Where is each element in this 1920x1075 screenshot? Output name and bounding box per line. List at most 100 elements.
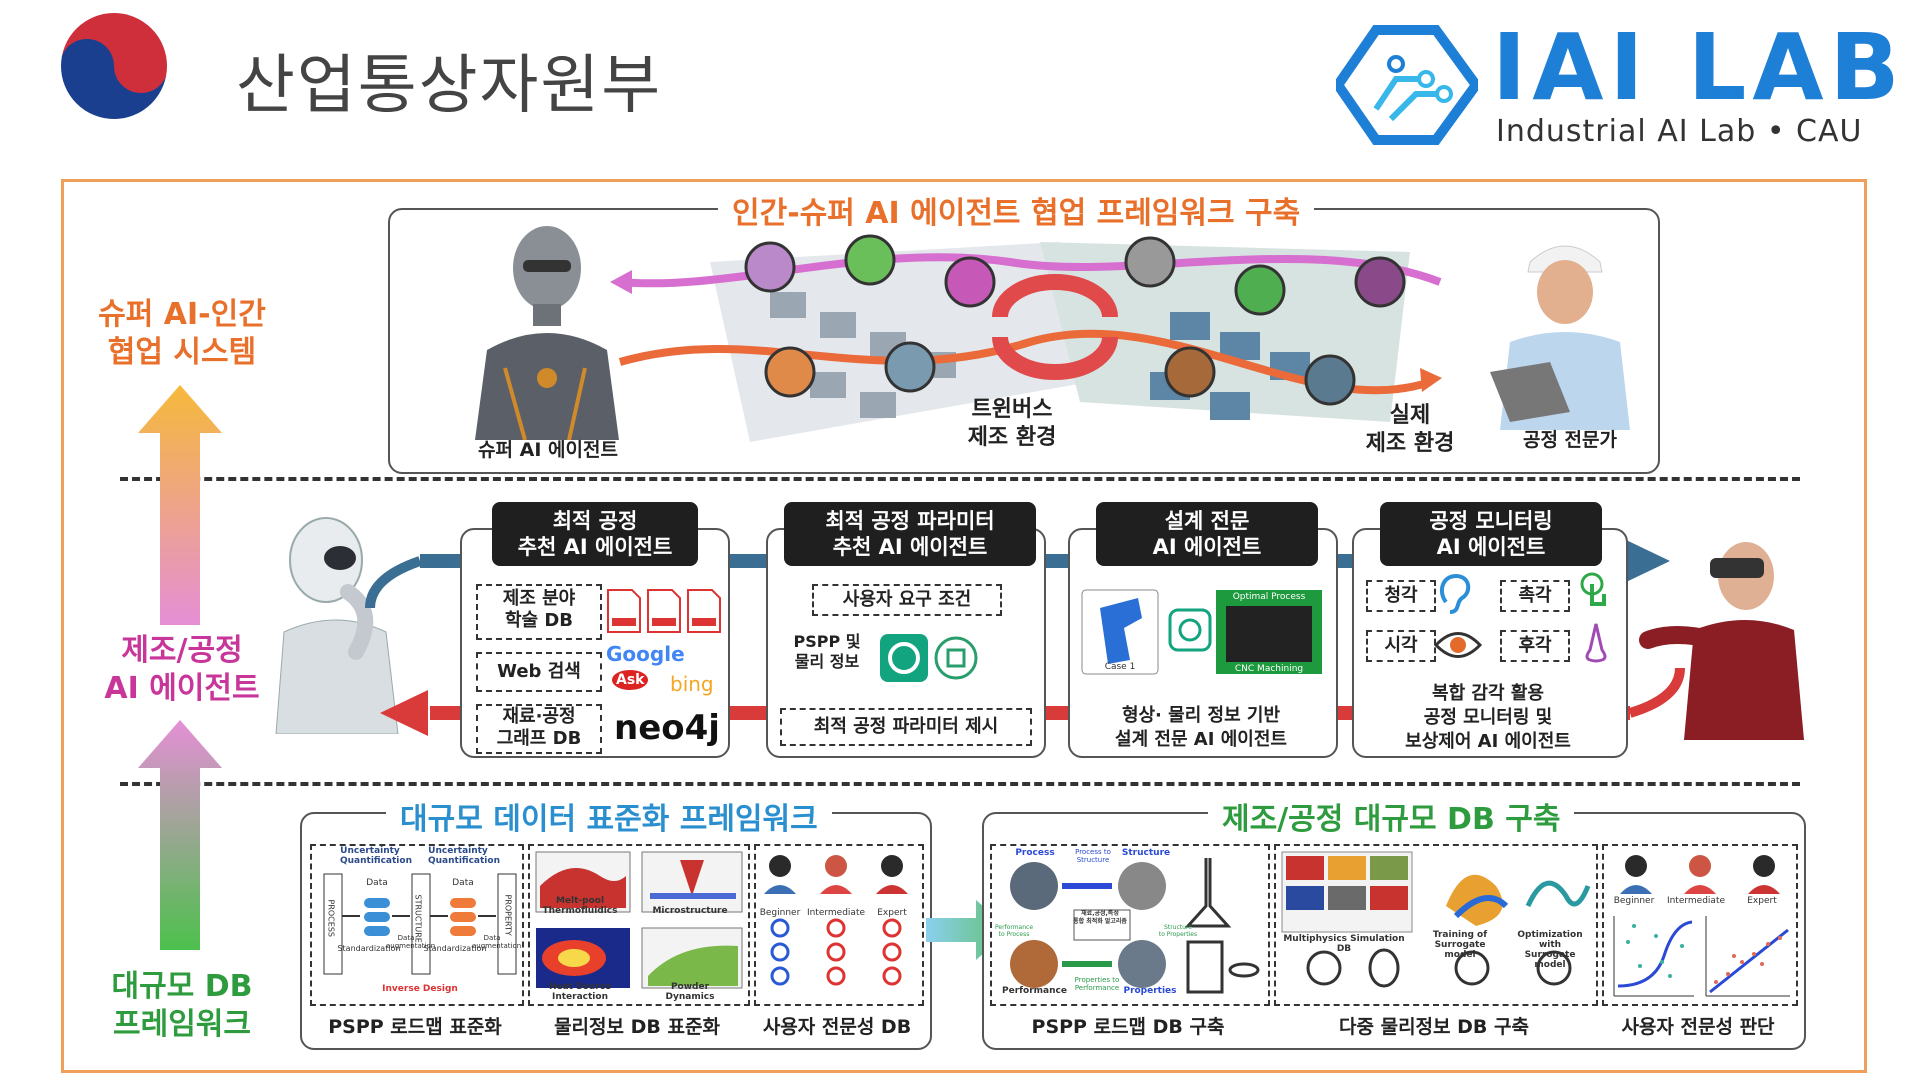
web-search-box: Web 검색 <box>476 652 602 692</box>
meltpool-label: Melt-pool Thermofluidics <box>542 896 618 916</box>
pspp-property-label: PROPERTY <box>503 894 513 936</box>
pspp-performance-to-process: Performance to Process <box>994 924 1034 938</box>
pspp-process-to-structure: Process to Structure <box>1075 848 1111 864</box>
pspp-properties-node: Properties <box>1123 986 1177 996</box>
caption-pspp-standardization: PSPP 로드맵 표준화 <box>328 1016 502 1038</box>
pspp-process-label: PROCESS <box>326 899 336 937</box>
monitoring-agent-caption: 복합 감각 활용 공정 모니터링 및 보상제어 AI 에이전트 <box>1405 683 1571 752</box>
ministry-logo <box>58 10 170 122</box>
optimal-process-label: Optimal Process <box>1232 592 1306 602</box>
bing-logo: bing <box>670 672 714 696</box>
ask-logo: Ask <box>612 670 649 690</box>
pspp-uq-label-2: Uncertainty Quantification <box>428 846 500 866</box>
label-twin-environment: 트윈버스 제조 환경 <box>967 397 1057 450</box>
caption-pspp-db: PSPP 로드맵 DB 구축 <box>1031 1016 1225 1038</box>
judge-beginner-label: Beginner <box>1613 896 1655 906</box>
pspp-inverse-design-label: Inverse Design <box>382 984 458 994</box>
sense-hearing-box: 청각 <box>1366 580 1436 612</box>
sense-touch-box: 촉각 <box>1500 580 1570 612</box>
pspp-process-node: Process <box>1015 848 1055 858</box>
heat-source-label: Heat Source Interaction <box>548 982 612 1002</box>
agent-title-parameter-recommend: 최적 공정 파라미터 추천 AI 에이전트 <box>784 502 1036 566</box>
pspp-augmentation-label-1: Data augmentation <box>386 934 436 950</box>
pspp-roadmap-db-panel <box>990 844 1270 1006</box>
ear-icon <box>1436 572 1476 616</box>
thinking-robot-icon <box>266 512 416 735</box>
pspp-augmentation-label-2: Data augmentation <box>472 934 522 950</box>
multiphysics-db-panel <box>1274 844 1598 1006</box>
label-super-ai-agent: 슈퍼 AI 에이전트 <box>478 439 618 461</box>
pspp-performance-node: Performance <box>1002 986 1067 996</box>
judge-expert-label: Expert <box>1747 896 1777 906</box>
design-agent-caption: 형상· 물리 정보 기반 설계 전문 AI 에이전트 <box>1115 705 1287 750</box>
ministry-name: 산업통상자원부 <box>236 49 663 123</box>
agent-title-design-expert: 설계 전문 AI 에이전트 <box>1096 502 1318 566</box>
label-real-environment: 실제 제조 환경 <box>1365 403 1455 456</box>
process-expert-icon <box>1480 222 1650 430</box>
sense-smell-box: 후각 <box>1500 630 1570 662</box>
touch-icon <box>1574 570 1614 616</box>
left-label-db-framework: 대규모 DB 프레임워크 <box>111 969 253 1042</box>
pspp-physics-label: PSPP 및 물리 정보 <box>793 632 861 671</box>
separator-top <box>120 477 1800 481</box>
top-section-title: 인간-슈퍼 AI 에이전트 협업 프레임워크 구축 <box>718 188 1315 232</box>
powder-dynamics-label: Powder Dynamics <box>665 982 715 1002</box>
judge-intermediate-label: Intermediate <box>1666 896 1726 906</box>
pspp-properties-to-performance: Properties to Performance <box>1074 976 1120 992</box>
lab-logo-icon <box>1331 24 1483 146</box>
pspp-integrated-algorithm: 재료,공정,특성 통합 최적화 알고리즘 <box>1073 910 1127 925</box>
user-expertise-judgement-panel <box>1602 844 1798 1006</box>
level-expert-label: Expert <box>877 908 907 918</box>
microstructure-label: Microstructure <box>652 906 728 916</box>
caption-user-expertise-judgement: 사용자 전문성 판단 <box>1621 1016 1775 1038</box>
pspp-structure-to-properties: Structure to Properties <box>1158 924 1198 938</box>
label-process-expert: 공정 전문가 <box>1522 429 1617 451</box>
pspp-data-label-1: Data <box>366 878 388 888</box>
sense-sight-box: 시각 <box>1366 630 1436 662</box>
arrow-up-icon-2 <box>138 720 222 950</box>
super-ai-robot-icon <box>455 218 635 441</box>
caption-multiphysics-db: 다중 물리정보 DB 구축 <box>1339 1016 1529 1038</box>
case-label: Case 1 <box>1104 662 1136 672</box>
pdf-icons <box>604 586 722 636</box>
eye-icon <box>1433 628 1483 662</box>
pspp-structure-node: Structure <box>1121 848 1171 858</box>
level-beginner-label: Beginner <box>759 908 801 918</box>
surrogate-optimization-label: Optimization with Surrogate model <box>1517 930 1583 970</box>
surrogate-training-label: Training of Surrogate model <box>1432 930 1488 960</box>
left-label-collab-system: 슈퍼 AI-인간 협업 시스템 <box>98 297 266 370</box>
physics-standard-panel <box>528 844 750 1006</box>
multiphysics-sim-label: Multiphysics Simulation DB <box>1283 934 1405 954</box>
graph-db-box: 재료·공정 그래프 DB <box>476 704 602 754</box>
pspp-structure-label: STRUCTURE <box>413 894 423 943</box>
caption-user-expertise-db: 사용자 전문성 DB <box>762 1016 912 1038</box>
academic-db-box: 제조 분야 학술 DB <box>476 584 602 640</box>
agent-title-monitoring: 공정 모니터링 AI 에이전트 <box>1380 502 1602 566</box>
large-db-title: 제조/공정 대규모 DB 구축 <box>1208 794 1575 838</box>
user-expertise-db-panel <box>754 844 924 1006</box>
pspp-uq-label-1: Uncertainty Quantification <box>340 846 412 866</box>
pspp-standardization-label-1: Standardization <box>337 944 401 953</box>
optimal-parameter-box: 최적 공정 파라미터 제시 <box>780 708 1032 746</box>
lab-subtitle: Industrial AI Lab • CAU <box>1496 114 1863 149</box>
separator-bottom <box>120 782 1800 786</box>
standardization-title: 대규모 데이터 표준화 프레임워크 <box>386 794 832 838</box>
nose-icon <box>1576 620 1616 666</box>
neo4j-logo: neo4j <box>614 708 720 748</box>
pspp-standardization-label-2: Standardization <box>423 944 487 953</box>
arrow-up-icon <box>138 385 222 625</box>
agent-title-process-recommend: 최적 공정 추천 AI 에이전트 <box>492 502 698 566</box>
cnc-machining-label: CNC Machining <box>1234 664 1304 674</box>
left-label-ai-agent: 제조/공정 AI 에이전트 <box>104 633 260 706</box>
design-process-illustration <box>1080 588 1324 676</box>
chatgpt-icon <box>878 628 978 688</box>
google-logo: Google <box>606 642 685 666</box>
caption-physics-standardization: 물리정보 DB 표준화 <box>554 1016 720 1038</box>
level-intermediate-label: Intermediate <box>806 908 866 918</box>
lab-name: IAI LAB <box>1492 14 1906 121</box>
factory-flow-illustration <box>610 222 1480 458</box>
vr-operator-icon <box>1634 520 1804 740</box>
user-requirement-box: 사용자 요구 조건 <box>812 584 1002 616</box>
pspp-data-label-2: Data <box>452 878 474 888</box>
main-frame <box>61 179 1867 1073</box>
